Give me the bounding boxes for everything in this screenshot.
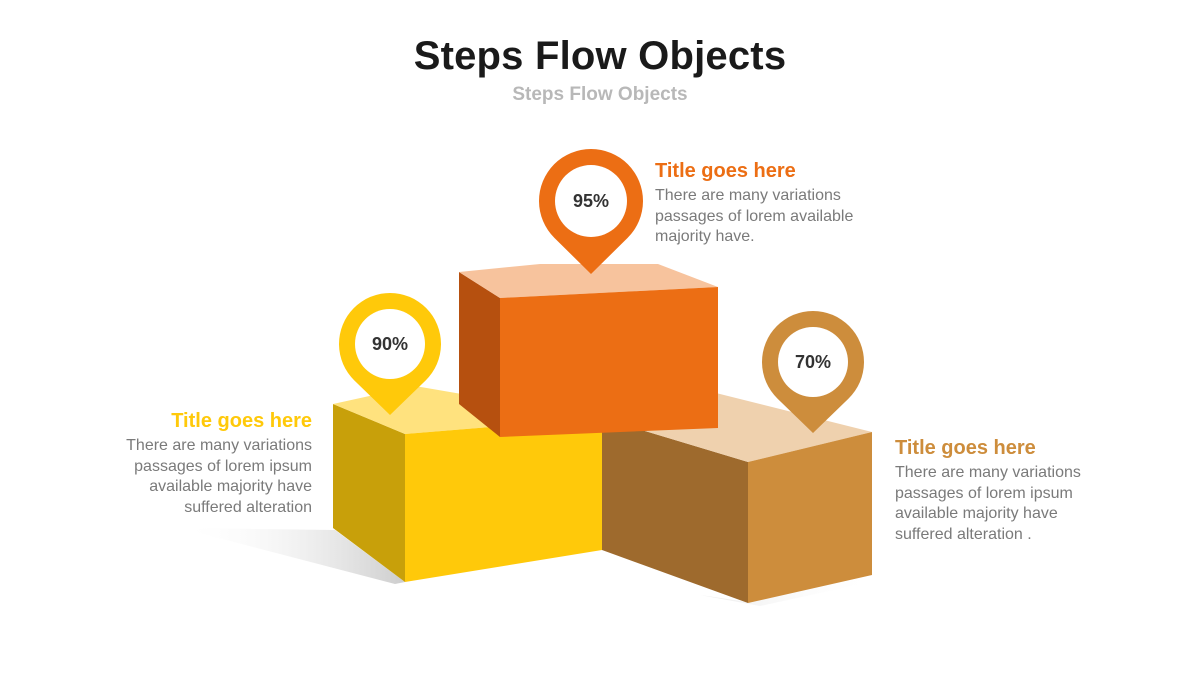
step-body-orange: There are many variations passages of lo… [655,186,915,248]
pin-inner-circle [778,327,848,397]
step-text-brown: Title goes here There are many variation… [895,436,1145,545]
pin-percent-brown: 70% [795,352,831,372]
ground-shadow-left [180,528,405,584]
orange-box [459,264,718,437]
step-title-orange: Title goes here [655,160,796,182]
orange-box-side [459,272,500,437]
step-line: There are many variations [655,187,841,204]
pin-marker-yellow: 90% [339,292,441,415]
step-line: available majority have [895,505,1058,522]
step-line: There are many variations [126,437,312,454]
page-subtitle: Steps Flow Objects [512,84,688,105]
step-line: suffered alteration [184,498,312,516]
yellow-box-side [333,404,405,582]
pin-percent-orange: 95% [573,191,609,211]
page-title: Steps Flow Objects [413,34,787,78]
step-line: There are many variations [895,464,1081,481]
brown-box-side [602,418,748,603]
step-text-yellow: Title goes here There are many variation… [92,409,312,518]
step-title-brown: Title goes here [895,437,1036,459]
step-line: passages of lorem ipsum [134,457,312,475]
step-text-orange: Title goes here There are many variation… [655,159,915,248]
step-body-brown: There are many variations passages of lo… [895,463,1145,545]
orange-box-front [500,287,718,437]
step-line: passages of lorem ipsum [895,484,1073,502]
step-title-yellow: Title goes here [171,410,312,432]
step-body-yellow: There are many variations passages of lo… [92,436,312,518]
orange-box-top [459,264,718,298]
pin-percent-yellow: 90% [372,334,408,354]
pin-marker-brown: 70% [762,310,864,433]
pin-marker-orange: 95% [539,148,643,274]
pin-inner-circle [355,309,425,379]
step-line: suffered alteration . [895,525,1032,543]
brown-box-front [748,432,872,603]
step-line: available majority have [149,478,312,495]
yellow-box-front [405,418,602,582]
step-line: majority have. [655,228,755,245]
pin-inner-circle [555,165,627,237]
step-line: passages of lorem available [655,207,854,225]
